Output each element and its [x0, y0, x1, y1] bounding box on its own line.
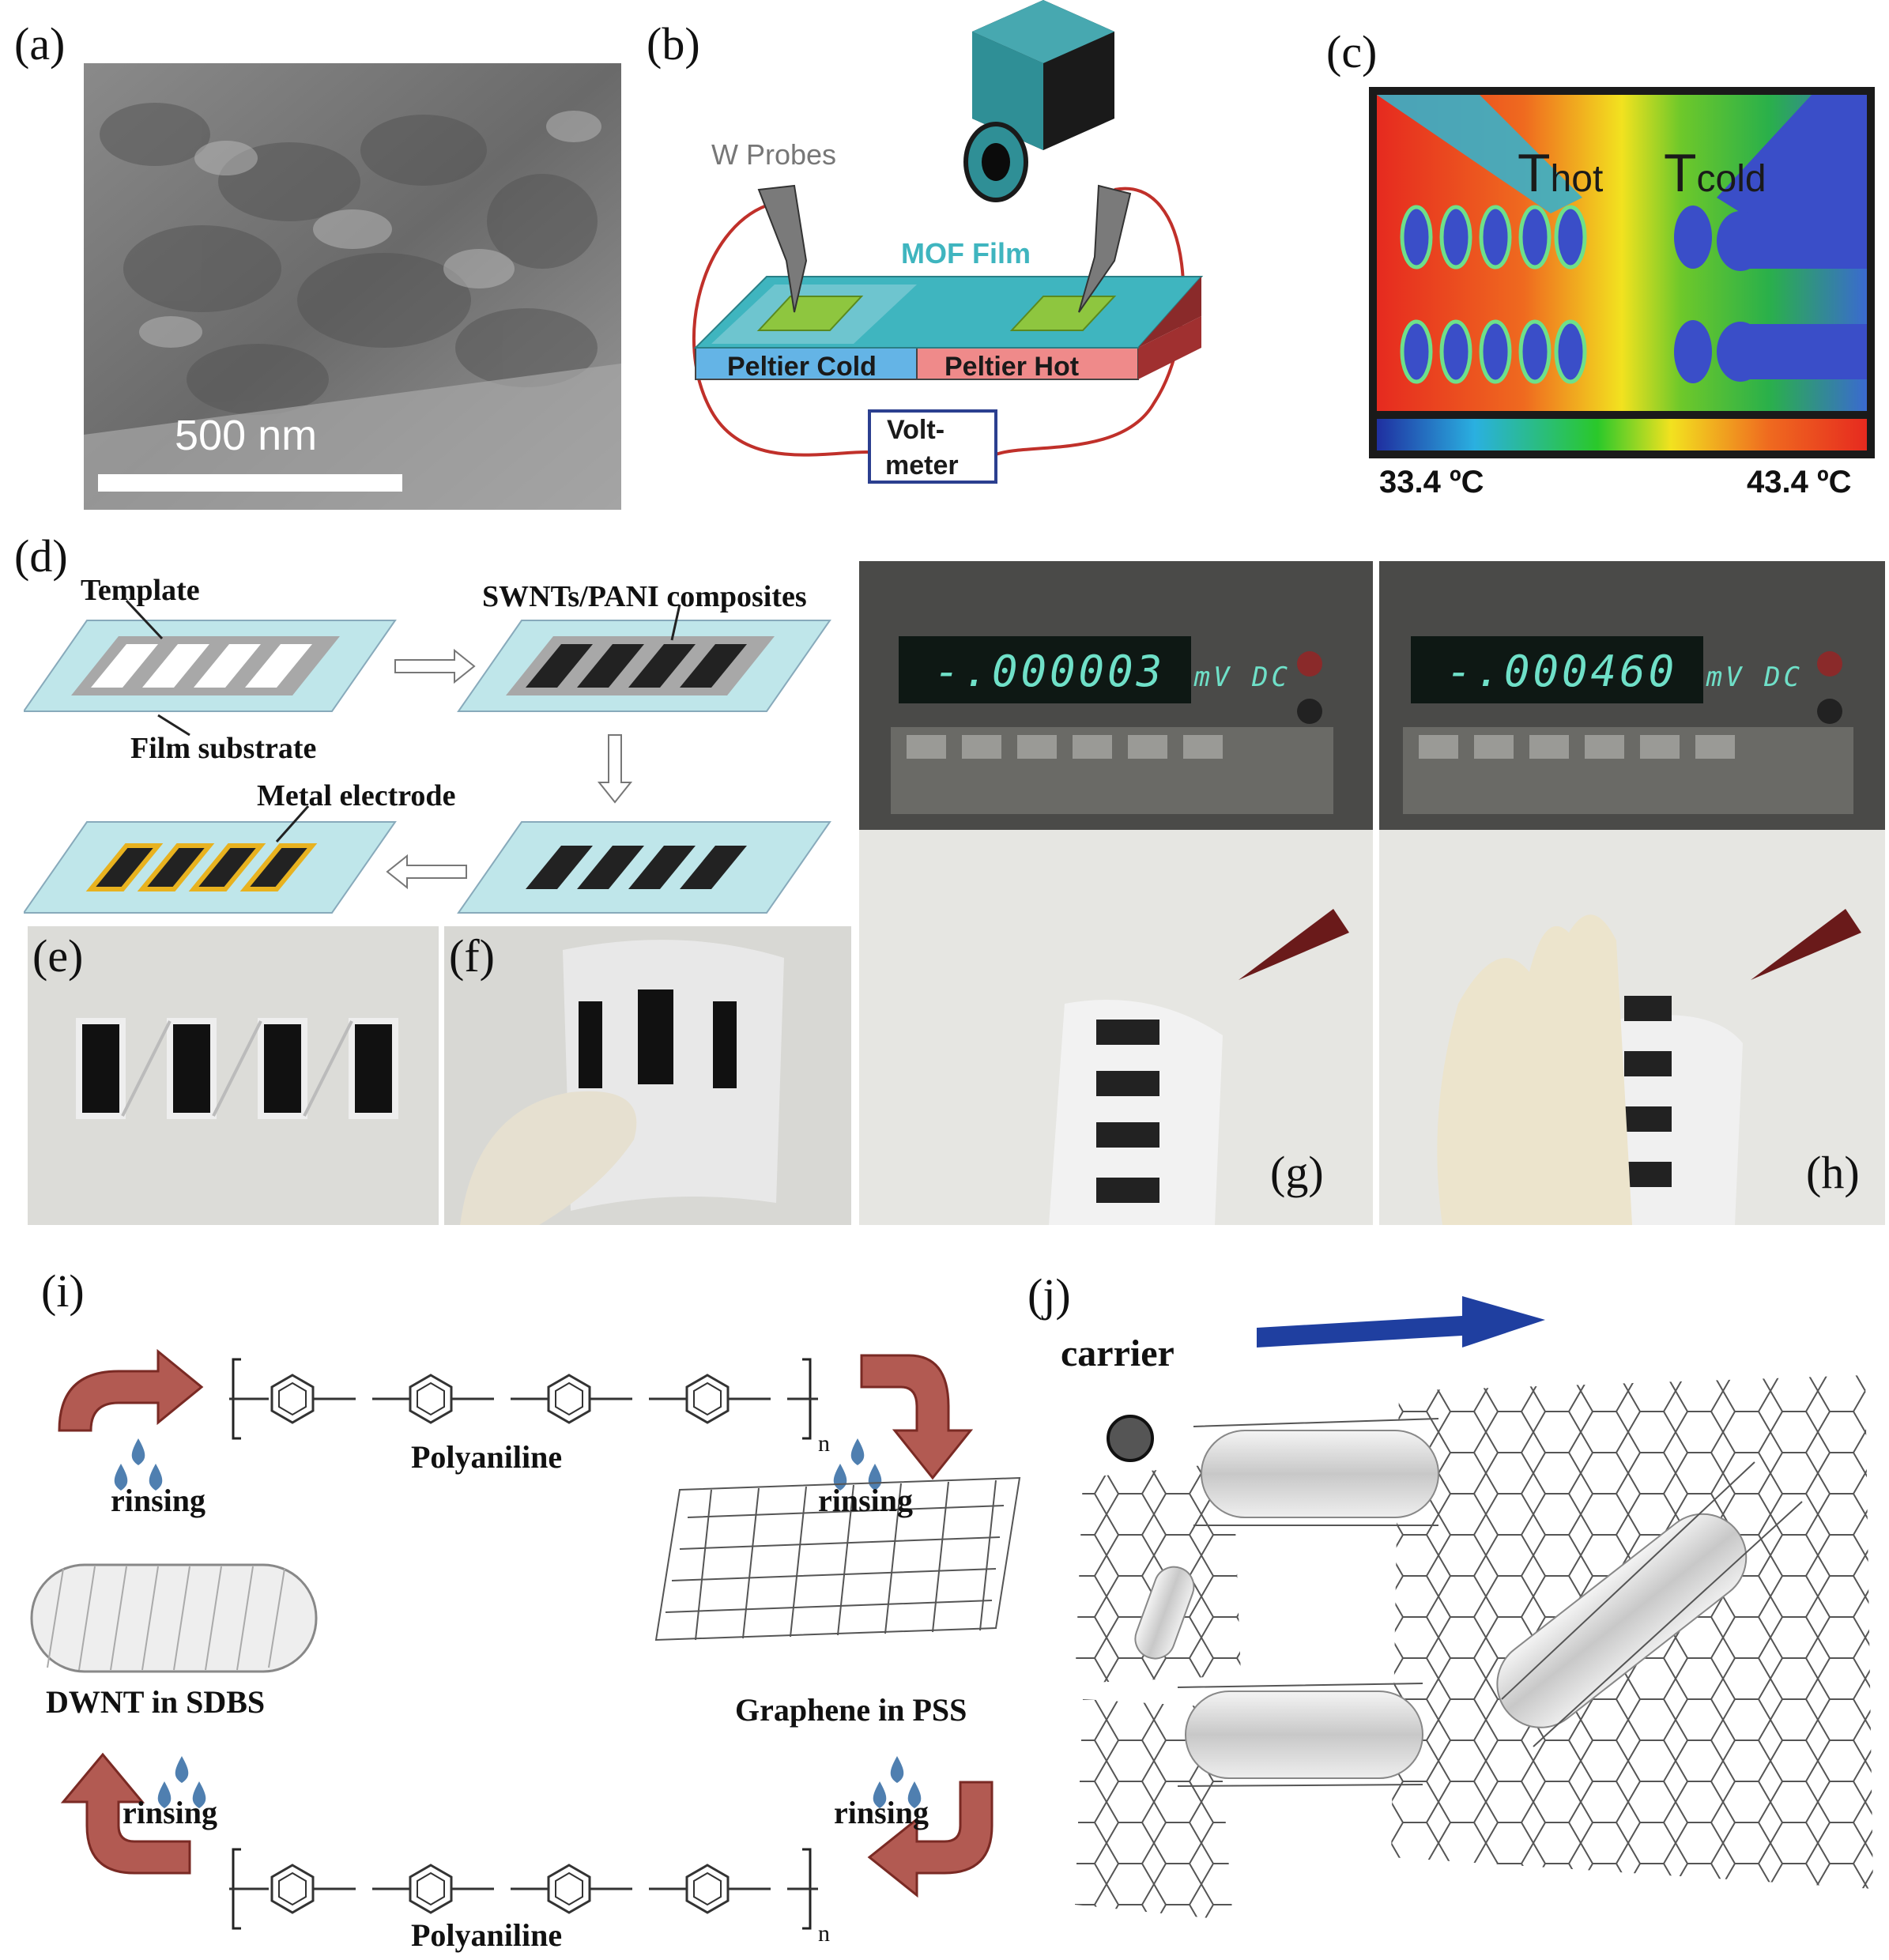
cycle-arrow-bottom-left-icon	[60, 1752, 191, 1875]
carrier-label: carrier	[1061, 1332, 1174, 1374]
nanotube-3	[1496, 1513, 1748, 1728]
cycle-arrow-bottom-right-icon	[867, 1781, 994, 1898]
panel-i-label: (i)	[41, 1265, 85, 1317]
lcd-value-g: -.000003	[934, 646, 1166, 696]
panel-b-label: (b)	[647, 18, 700, 70]
panel-g-label: (g)	[1270, 1147, 1324, 1198]
photo-e-drawing	[28, 926, 439, 1225]
temp-min-label: 33.4 ºC	[1379, 465, 1484, 499]
lcd-unit-h: mV DC	[1706, 662, 1803, 693]
panel-e-label: (e)	[32, 930, 84, 982]
composites-label: SWNTs/PANI composites	[482, 580, 807, 613]
probe-right-icon	[1078, 184, 1132, 313]
polyaniline-bottom-label: Polyaniline	[411, 1917, 563, 1953]
voltmeter-label-1: Volt-	[887, 415, 945, 445]
repeat-n-label-2: n	[818, 1920, 830, 1947]
electrode-label: Metal electrode	[257, 779, 456, 812]
panel-a-label: (a)	[14, 18, 66, 70]
fabrication-schematic	[24, 599, 831, 914]
lbl-cycle-diagram	[30, 1348, 1021, 1930]
t-hot-sub: hot	[1550, 158, 1604, 200]
t-hot-main: T	[1518, 143, 1551, 203]
carrier-transport-diagram	[1075, 1296, 1873, 1920]
lcd-unit-g: mV DC	[1193, 662, 1291, 693]
rinsing-label-1: rinsing	[111, 1483, 206, 1518]
nanotube-4	[1134, 1566, 1195, 1660]
cycle-arrows	[58, 1348, 994, 1898]
mof-film-label: MOF Film	[901, 237, 1031, 270]
dwnt-label: DWNT in SDBS	[46, 1684, 266, 1720]
temp-max-label: 43.4 ºC	[1747, 465, 1852, 499]
voltmeter-label-2: meter	[885, 450, 959, 481]
sem-image: 500 nm	[84, 63, 621, 510]
photo-e: (e)	[28, 926, 439, 1225]
rinsing-label-2: rinsing	[818, 1483, 914, 1518]
t-cold-sub: cold	[1696, 158, 1766, 200]
photo-h: -.000460 mV DC (h)	[1379, 561, 1885, 1225]
t-cold-label: Tcold	[1664, 142, 1766, 204]
t-hot-label: Thot	[1518, 142, 1603, 204]
substrate-label: Film substrate	[130, 732, 317, 765]
polyaniline-top-label: Polyaniline	[411, 1439, 563, 1475]
photo-f: (f)	[444, 926, 851, 1225]
cycle-arrow-top-left-icon	[58, 1348, 204, 1432]
camera-icon	[963, 0, 1114, 202]
photo-f-drawing	[444, 926, 851, 1225]
graphene-sheet	[654, 1476, 1021, 1642]
t-cold-main: T	[1664, 143, 1697, 203]
w-probes-label: W Probes	[711, 138, 837, 171]
panel-f-label: (f)	[449, 930, 495, 982]
lcd-value-h: -.000460	[1446, 646, 1678, 696]
repeat-n-label-1: n	[818, 1430, 830, 1457]
polyaniline-bottom-structure	[229, 1848, 818, 1930]
panel-h-label: (h)	[1806, 1147, 1860, 1198]
lcd-reading-g: -.000003 mV DC	[934, 646, 1291, 696]
peltier-cold-label: Peltier Cold	[727, 352, 877, 382]
panel-j-label: (j)	[1027, 1269, 1071, 1321]
probe-left-icon	[757, 184, 808, 313]
nanotube-2	[1185, 1690, 1423, 1779]
nanotube-1	[1201, 1430, 1439, 1518]
lcd-reading-h: -.000460 mV DC	[1446, 646, 1803, 696]
carrier-dot-icon	[1107, 1415, 1154, 1462]
polyaniline-top-structure	[229, 1358, 818, 1440]
rinsing-label-3: rinsing	[834, 1795, 929, 1830]
dwnt-cylinder	[30, 1563, 318, 1673]
peltier-hot-label: Peltier Hot	[944, 352, 1080, 382]
photo-h-drawing	[1379, 561, 1885, 1225]
transport-direction-arrow-icon	[1257, 1296, 1545, 1348]
panel-c-label: (c)	[1326, 26, 1378, 77]
panel-d-label: (d)	[14, 530, 68, 582]
photo-g: -.000003 mV DC (g)	[859, 561, 1373, 1225]
cycle-arrow-top-right-icon	[860, 1354, 974, 1480]
photo-g-drawing	[859, 561, 1373, 1225]
thermal-image	[1369, 87, 1875, 458]
measurement-schematic	[692, 0, 1204, 484]
template-label: Template	[81, 574, 200, 607]
graphene-label: Graphene in PSS	[735, 1692, 967, 1728]
sem-scale-label: 500 nm	[175, 412, 318, 459]
sem-texture	[84, 63, 621, 510]
rinsing-label-4: rinsing	[123, 1795, 218, 1830]
